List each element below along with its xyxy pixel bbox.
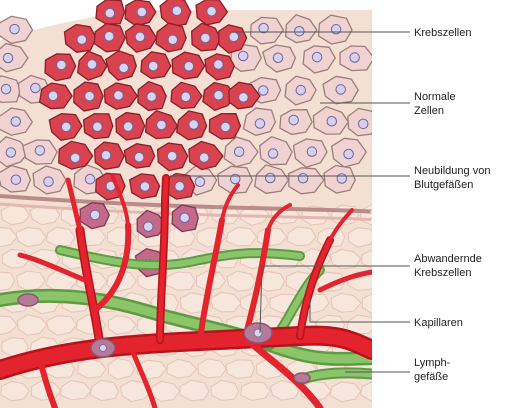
cell-nucleus: [207, 6, 217, 16]
cell-nucleus: [70, 153, 80, 163]
tissue-cell: [166, 272, 195, 290]
cell-nucleus: [101, 150, 111, 160]
cell-nucleus: [10, 24, 20, 34]
cell-nucleus: [265, 173, 275, 183]
cell-nucleus: [85, 91, 95, 101]
label-krebszellen: Krebszellen: [414, 27, 471, 39]
cell-nucleus: [168, 35, 178, 45]
cell-nucleus: [114, 91, 124, 101]
cell-nucleus: [105, 8, 115, 18]
cell-nucleus: [255, 119, 265, 129]
illustration-area: [0, 0, 390, 408]
cell-nucleus: [123, 122, 133, 132]
cell-nucleus: [214, 60, 224, 70]
cell-nucleus: [57, 60, 67, 70]
cell-nucleus: [234, 147, 244, 157]
cell-nucleus: [268, 149, 278, 159]
cell-nucleus: [180, 213, 190, 223]
cell-nucleus: [214, 90, 224, 100]
label-normale-zellen-line1: Normale: [414, 91, 456, 103]
cell-nucleus: [199, 153, 209, 163]
cell-nucleus: [11, 117, 21, 127]
cell-nucleus: [119, 63, 129, 73]
cell-nucleus: [358, 119, 368, 129]
label-neubildung-line1: Neubildung von: [414, 165, 490, 177]
cell-nucleus: [90, 210, 100, 220]
cell-nucleus: [307, 147, 317, 157]
label-abwandernde-line1: Abwandernde: [414, 253, 482, 265]
cell-nucleus: [336, 85, 346, 95]
cell-nucleus: [238, 51, 248, 61]
cell-nucleus: [296, 85, 306, 95]
label-lymph-line2: gefäße: [414, 371, 448, 383]
cell-nucleus: [229, 32, 239, 42]
cell-nucleus: [350, 53, 360, 63]
cell-nucleus: [172, 6, 182, 16]
cell-nucleus: [239, 93, 249, 103]
cell-nucleus: [87, 60, 97, 70]
tissue-cell: [362, 294, 389, 313]
cell-nucleus: [195, 177, 205, 187]
label-neubildung-line2: Blutgefäßen: [414, 179, 473, 191]
label-abwandernde-line2: Krebszellen: [414, 267, 471, 279]
cell-nucleus: [201, 33, 211, 43]
cell-nucleus: [1, 84, 11, 94]
cell-nucleus: [11, 175, 21, 185]
label-kapillaren: Kapillaren: [414, 317, 463, 329]
cell-nucleus: [35, 146, 45, 156]
cell-nucleus: [189, 120, 199, 130]
cell-nucleus: [289, 115, 299, 125]
cell-nucleus: [148, 61, 158, 71]
cell-nucleus: [259, 86, 269, 96]
cell-nucleus: [48, 91, 58, 101]
tissue-cell: [361, 205, 390, 226]
cell-nucleus: [298, 174, 308, 184]
cell-nucleus: [184, 62, 194, 72]
cell-nucleus: [61, 122, 71, 132]
cell-nucleus: [327, 117, 337, 127]
cell-nucleus: [93, 122, 103, 132]
cell-nucleus: [134, 152, 144, 162]
label-lymph-line1: Lymph-: [414, 357, 451, 369]
cell-nucleus: [85, 174, 95, 184]
cell-nucleus: [144, 222, 154, 232]
cell-nucleus: [44, 177, 54, 187]
cell-nucleus: [140, 182, 150, 192]
cell-nucleus: [175, 182, 185, 192]
cell-nucleus: [77, 35, 87, 45]
cell-nucleus: [157, 120, 167, 130]
cell-nucleus: [295, 26, 305, 36]
cell-nucleus: [273, 53, 283, 63]
cell-nucleus: [259, 23, 269, 33]
cell-nucleus: [104, 32, 114, 42]
cell-nucleus: [31, 83, 41, 93]
labels: Krebszellen Normale Zellen Neubildung vo…: [414, 27, 490, 383]
cell-nucleus: [3, 53, 13, 63]
cell-nucleus: [137, 7, 147, 17]
label-normale-zellen-line2: Zellen: [414, 105, 444, 117]
cell-nucleus: [344, 149, 354, 159]
tissue-cell: [362, 250, 390, 268]
cell-nucleus: [135, 32, 145, 42]
cell-nucleus: [181, 92, 191, 102]
cell-nucleus: [312, 52, 322, 62]
cell-nucleus: [6, 148, 16, 158]
cell-nucleus: [221, 122, 231, 132]
cell-nucleus: [167, 151, 177, 161]
cell-nucleus: [147, 92, 157, 102]
cell-nucleus: [331, 25, 341, 35]
cell-nucleus: [337, 174, 347, 184]
